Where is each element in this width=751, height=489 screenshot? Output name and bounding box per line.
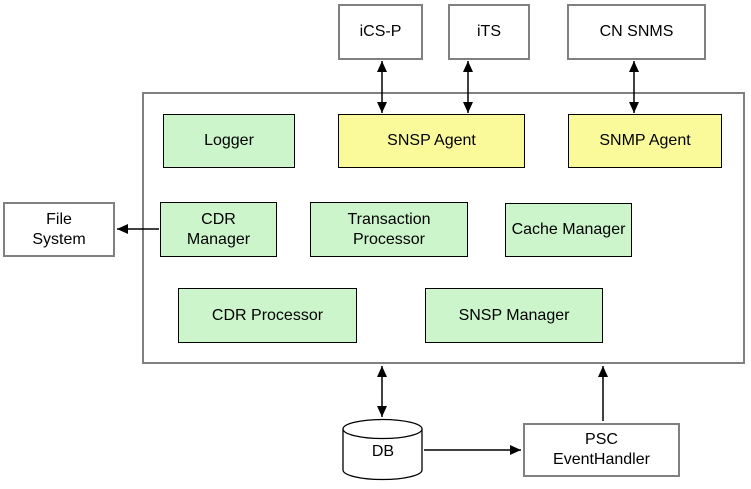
node-transaction-processor-label: Transaction Processor xyxy=(347,210,431,248)
node-cache-manager: Cache Manager xyxy=(505,203,632,257)
node-db-label: DB xyxy=(371,443,395,460)
node-cn-snms-label: CN SNMS xyxy=(599,23,674,40)
node-snmp-agent-label: SNMP Agent xyxy=(599,132,691,149)
node-cn-snms: CN SNMS xyxy=(567,4,706,60)
node-snsp-manager: SNSP Manager xyxy=(425,288,603,343)
node-its: iTS xyxy=(448,4,530,60)
node-ics-p: iCS-P xyxy=(338,4,423,60)
node-cdr-processor-label: CDR Processor xyxy=(211,306,324,324)
node-snmp-agent: SNMP Agent xyxy=(568,114,722,168)
node-cdr-processor: CDR Processor xyxy=(178,288,357,343)
node-psc-eventhandler: PSC EventHandler xyxy=(523,423,680,477)
node-snsp-agent: SNSP Agent xyxy=(338,114,525,168)
node-its-label: iTS xyxy=(477,23,501,40)
node-file-system-label: File System xyxy=(32,210,86,248)
node-psc-eventhandler-label: PSC EventHandler xyxy=(553,431,650,468)
node-logger: Logger xyxy=(163,114,295,168)
node-cdr-manager: CDR Manager xyxy=(160,202,277,257)
node-cache-manager-label: Cache Manager xyxy=(511,221,626,238)
node-snsp-agent-label: SNSP Agent xyxy=(387,132,476,149)
node-snsp-manager-label: SNSP Manager xyxy=(458,306,570,324)
node-logger-label: Logger xyxy=(204,132,254,149)
node-transaction-processor: Transaction Processor xyxy=(310,202,468,257)
node-ics-p-label: iCS-P xyxy=(359,23,402,40)
node-file-system: File System xyxy=(3,202,115,257)
node-cdr-manager-label: CDR Manager xyxy=(186,210,251,248)
